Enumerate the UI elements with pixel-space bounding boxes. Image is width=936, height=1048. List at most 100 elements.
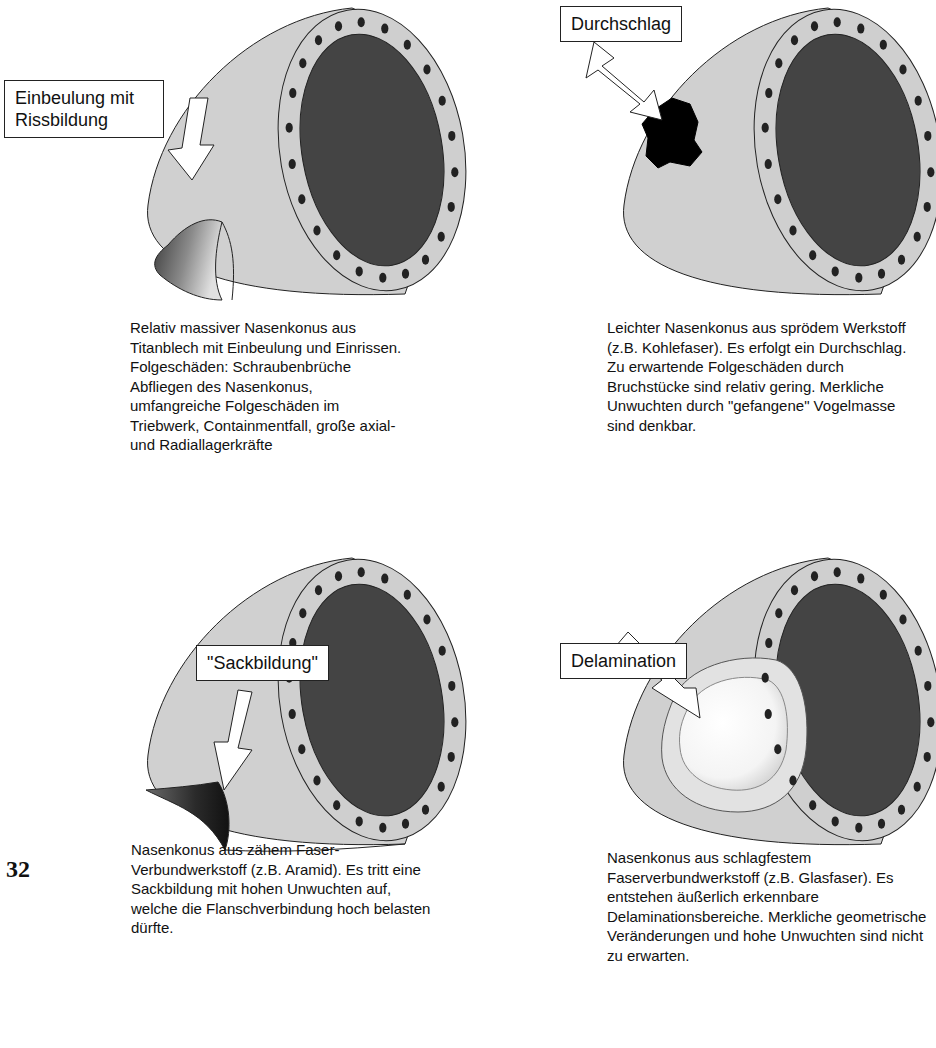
bolt-hole	[915, 96, 922, 106]
bolt-hole	[335, 21, 342, 31]
bolt-hole	[439, 646, 446, 656]
callout-box: "Sackbildung"	[196, 645, 329, 681]
callout-text: Durchschlag	[571, 13, 671, 35]
bolt-hole	[315, 35, 322, 45]
bolt-hole	[899, 615, 906, 625]
bolt-hole	[789, 776, 796, 786]
bolt-hole	[298, 744, 305, 754]
bolt-hole	[298, 194, 305, 204]
bolt-hole	[448, 752, 455, 762]
callout-box: Delamination	[560, 643, 687, 679]
bolt-hole	[358, 567, 365, 577]
bolt-hole	[880, 590, 887, 600]
bolt-hole	[791, 35, 798, 45]
caption-text: Relativ massiver Nasenkonus aus Titanble…	[130, 318, 405, 455]
bolt-hole	[313, 776, 320, 786]
bolt-hole	[335, 571, 342, 581]
bolt-hole	[448, 202, 455, 212]
bolt-hole	[765, 159, 772, 169]
bolt-hole	[404, 590, 411, 600]
bolt-hole	[381, 24, 388, 34]
bolt-hole	[775, 608, 782, 618]
bolt-hole	[811, 571, 818, 581]
bolt-hole	[762, 123, 769, 133]
bolt-hole	[333, 800, 340, 810]
bolt-hole	[924, 202, 931, 212]
bolt-hole	[356, 266, 363, 276]
caption-text: Leichter Nasenkonus aus sprödem Werkstof…	[607, 318, 927, 435]
bolt-hole	[356, 816, 363, 826]
bolt-hole	[789, 226, 796, 236]
bolt-hole	[774, 744, 781, 754]
bolt-hole	[924, 681, 931, 691]
bolt-hole	[289, 709, 296, 719]
bolt-hole	[379, 823, 386, 833]
bolt-hole	[855, 273, 862, 283]
bolt-hole	[315, 585, 322, 595]
bolt-hole	[811, 21, 818, 31]
bolt-hole	[898, 805, 905, 815]
bolt-hole	[286, 123, 293, 133]
bolt-hole	[878, 819, 885, 829]
bolt-hole	[914, 232, 921, 242]
bolt-hole	[358, 17, 365, 27]
bolt-hole	[423, 65, 430, 75]
bolt-hole	[924, 131, 931, 141]
bolt-hole	[333, 250, 340, 260]
bolt-hole	[423, 615, 430, 625]
aramid-cone	[141, 544, 487, 856]
bolt-hole	[299, 608, 306, 618]
bolt-hole	[899, 65, 906, 75]
bolt-hole	[878, 269, 885, 279]
bolt-hole	[857, 24, 864, 34]
callout-box: Durchschlag	[560, 6, 682, 42]
bolt-hole	[880, 40, 887, 50]
bolt-hole	[914, 782, 921, 792]
bolt-hole	[774, 194, 781, 204]
bolt-hole	[438, 232, 445, 242]
bolt-hole	[402, 269, 409, 279]
bolt-hole	[289, 88, 296, 98]
callout-text: Einbeulung mit Rissbildung	[15, 87, 153, 131]
bolt-hole	[832, 266, 839, 276]
bolt-hole	[927, 717, 934, 727]
bolt-hole	[289, 159, 296, 169]
bolt-hole	[402, 819, 409, 829]
bolt-hole	[313, 226, 320, 236]
bolt-hole	[381, 574, 388, 584]
bolt-hole	[451, 717, 458, 727]
bolt-hole	[927, 167, 934, 177]
bolt-hole	[765, 709, 772, 719]
caption-text: Nasenkonus aus schlagfestem Faserverbund…	[607, 848, 927, 965]
bolt-hole	[404, 40, 411, 50]
bolt-hole	[762, 673, 769, 683]
bolt-hole	[438, 782, 445, 792]
bolt-hole	[765, 88, 772, 98]
callout-text: Delamination	[571, 650, 676, 672]
bolt-hole	[765, 638, 772, 648]
bolt-hole	[791, 585, 798, 595]
titanium-cone	[148, 0, 488, 306]
glass-cone	[616, 544, 936, 856]
bolt-hole	[451, 167, 458, 177]
bolt-hole	[422, 255, 429, 265]
bolt-hole	[855, 823, 862, 833]
caption-text: Nasenkonus aus zähem Faser-Verbundwerkst…	[131, 840, 431, 938]
bolt-hole	[299, 58, 306, 68]
bolt-hole	[924, 752, 931, 762]
bolt-hole	[915, 646, 922, 656]
bolt-hole	[448, 681, 455, 691]
bolt-hole	[834, 567, 841, 577]
bolt-hole	[448, 131, 455, 141]
bolt-hole	[379, 273, 386, 283]
bolt-hole	[857, 574, 864, 584]
callout-text: "Sackbildung"	[207, 652, 318, 674]
bolt-hole	[809, 800, 816, 810]
bolt-hole	[832, 816, 839, 826]
bolt-hole	[898, 255, 905, 265]
bolt-hole	[809, 250, 816, 260]
bolt-hole	[834, 17, 841, 27]
callout-box: Einbeulung mit Rissbildung	[4, 80, 164, 138]
carbon-cone	[586, 0, 936, 306]
bolt-hole	[439, 96, 446, 106]
